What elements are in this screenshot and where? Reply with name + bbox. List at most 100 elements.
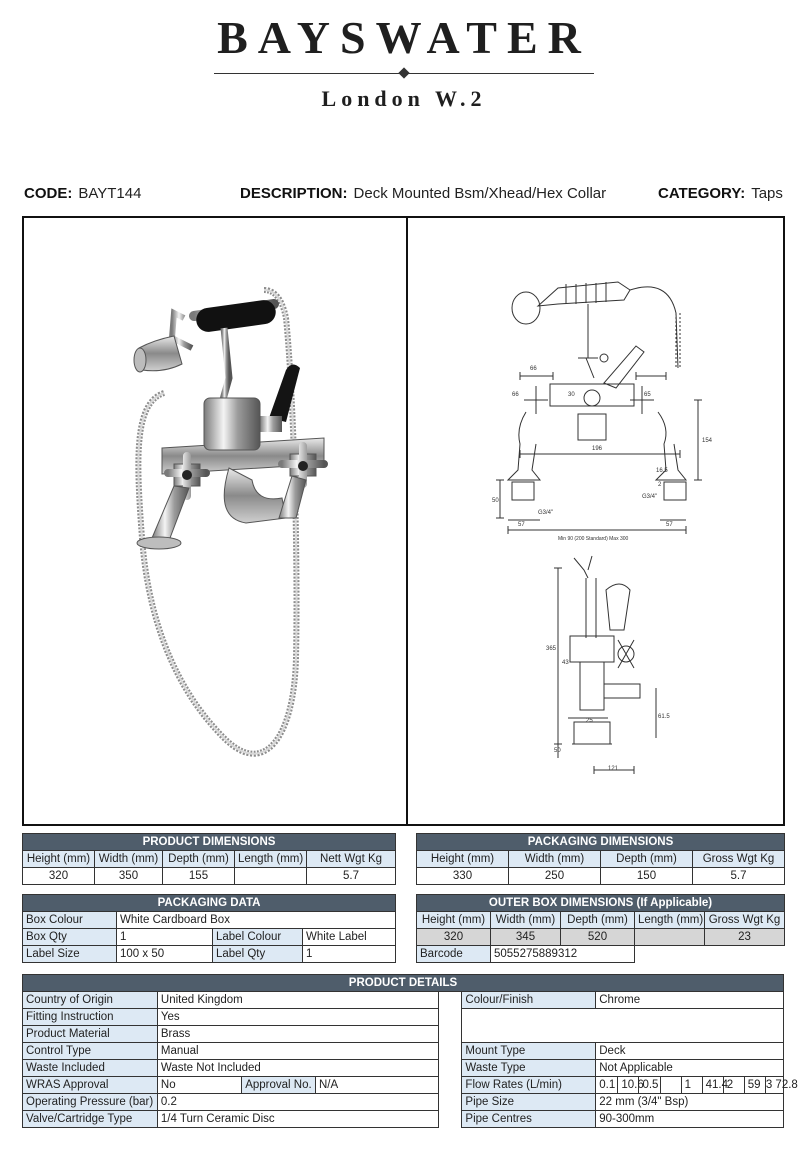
dim-text: 66 [530, 366, 537, 372]
description-label: DESCRIPTION: [240, 185, 348, 202]
cell-value: 23 [703, 928, 786, 946]
packaging-dimensions-title: PACKAGING DIMENSIONS [415, 833, 786, 851]
material-value: Brass [156, 1025, 440, 1043]
technical-drawing-svg: 66 66 65 30 196 154 16.5 50 2 G3/4" G3/4… [492, 281, 713, 774]
dim-text: 16.5 [656, 468, 668, 474]
cell-value: 320 [22, 867, 95, 885]
box-colour-label: Box Colour [22, 911, 117, 929]
category-group: CATEGORY:Taps [658, 185, 783, 202]
pressure-value: 0.2 [156, 1093, 440, 1111]
approval-value: N/A [314, 1076, 440, 1094]
spacer [439, 1094, 462, 1111]
dim-text: 57 [518, 522, 525, 528]
category-value: Taps [751, 185, 783, 202]
image-panels: 66 66 65 30 196 154 16.5 50 2 G3/4" G3/4… [22, 216, 785, 826]
flow-value: 2 [722, 1076, 745, 1094]
dim-text: 121 [608, 766, 619, 772]
dim-text: 196 [592, 446, 603, 452]
waste-included-value: Waste Not Included [156, 1059, 440, 1077]
mount-value: Deck [595, 1042, 784, 1060]
col-header: Length (mm) [634, 911, 705, 929]
label-colour-label: Label Colour [212, 928, 303, 946]
cell-value: 5.7 [691, 867, 786, 885]
col-header: Gross Wgt Kg [703, 911, 786, 929]
col-header: Depth (mm) [162, 850, 235, 868]
pipe-centres-value: 90-300mm [595, 1110, 784, 1128]
col-header: Nett Wgt Kg [305, 850, 397, 868]
brand-name: BAYSWATER [217, 12, 591, 63]
col-header: Width (mm) [94, 850, 163, 868]
flow-rates-label: Flow Rates (L/min) [461, 1076, 597, 1094]
product-details-table: PRODUCT DETAILS Country of Origin United… [22, 974, 798, 1128]
country-value: United Kingdom [156, 991, 440, 1009]
cross-head-right [278, 442, 328, 488]
product-dimensions-table: PRODUCT DIMENSIONS Height (mm) Width (mm… [21, 833, 397, 885]
cell-value: 155 [162, 867, 235, 885]
waste-type-value: Not Applicable [595, 1059, 784, 1077]
outer-box-title: OUTER BOX DIMENSIONS (If Applicable) [415, 894, 786, 912]
cell-value: 345 [490, 928, 561, 946]
flow-value: 41.4 [701, 1076, 728, 1094]
spacer [439, 1077, 462, 1094]
col-header: Gross Wgt Kg [691, 850, 786, 868]
description-value: Deck Mounted Bsm/Xhead/Hex Collar [353, 185, 607, 202]
flow-value [659, 1076, 682, 1094]
cell-value: 350 [94, 867, 163, 885]
spacer [439, 1043, 462, 1060]
cell-value [234, 867, 307, 885]
barcode-value: 5055275889312 [490, 945, 635, 963]
packaging-dimensions-table: PACKAGING DIMENSIONS Height (mm) Width (… [415, 833, 786, 885]
dim-text: 2 [658, 482, 662, 488]
dim-text: 365 [546, 646, 557, 652]
col-header: Height (mm) [416, 850, 509, 868]
country-label: Country of Origin [22, 991, 158, 1009]
cross-head-left [164, 452, 210, 500]
pipe-size-value: 22 mm (3/4" Bsp) [595, 1093, 784, 1111]
product-details-title: PRODUCT DETAILS [22, 974, 784, 992]
dim-text: 57 [666, 522, 673, 528]
product-dimensions-title: PRODUCT DIMENSIONS [21, 833, 397, 851]
pipe-size-label: Pipe Size [461, 1093, 597, 1111]
fitting-value: Yes [156, 1008, 440, 1026]
cell-value [634, 928, 705, 946]
fitting-label: Fitting Instruction [22, 1008, 158, 1026]
waste-type-label: Waste Type [461, 1059, 597, 1077]
label-size-value: 100 x 50 [116, 945, 213, 963]
cell-value: 520 [560, 928, 635, 946]
dim-text: 30 [568, 392, 575, 398]
spacer [439, 1009, 462, 1026]
material-label: Product Material [22, 1025, 158, 1043]
spacer [439, 1060, 462, 1077]
approval-label: Approval No. [241, 1076, 316, 1094]
box-qty-value: 1 [116, 928, 213, 946]
dim-text: 25 [586, 718, 593, 724]
colour-label: Colour/Finish [461, 991, 597, 1009]
flow-cell-last: 3 72.8 [764, 1076, 798, 1094]
wras-label: WRAS Approval [22, 1076, 158, 1094]
control-value: Manual [156, 1042, 440, 1060]
cell-value: 320 [416, 928, 491, 946]
spacer [439, 1111, 462, 1128]
col-header: Height (mm) [22, 850, 95, 868]
pipe-centres-label: Pipe Centres [461, 1110, 597, 1128]
col-header: Height (mm) [416, 911, 491, 929]
product-info-bar: CODE: BAYT144 DESCRIPTION: Deck Mounted Bs… [24, 185, 784, 207]
dim-text: Min 90 (200 Standard) Max 300 [558, 536, 629, 542]
code-label: CODE: [24, 185, 73, 202]
box-colour-value: White Cardboard Box [115, 911, 397, 929]
col-header: Depth (mm) [600, 850, 693, 868]
control-label: Control Type [22, 1042, 158, 1060]
col-header: Depth (mm) [560, 911, 635, 929]
tap-illustration [133, 287, 328, 757]
col-header: Width (mm) [508, 850, 601, 868]
flow-value: 0.1 [595, 1076, 619, 1094]
packaging-data-table: PACKAGING DATA Box Colour White Cardboar… [21, 894, 397, 963]
col-header: Length (mm) [234, 850, 307, 868]
code-value: BAYT144 [78, 185, 142, 202]
mount-label: Mount Type [461, 1042, 597, 1060]
pressure-label: Operating Pressure (bar) [22, 1093, 158, 1111]
dim-text: G3/4" [538, 510, 553, 516]
cell-value: 330 [416, 867, 509, 885]
dim-text: 154 [702, 438, 713, 444]
valve-label: Valve/Cartridge Type [22, 1110, 158, 1128]
